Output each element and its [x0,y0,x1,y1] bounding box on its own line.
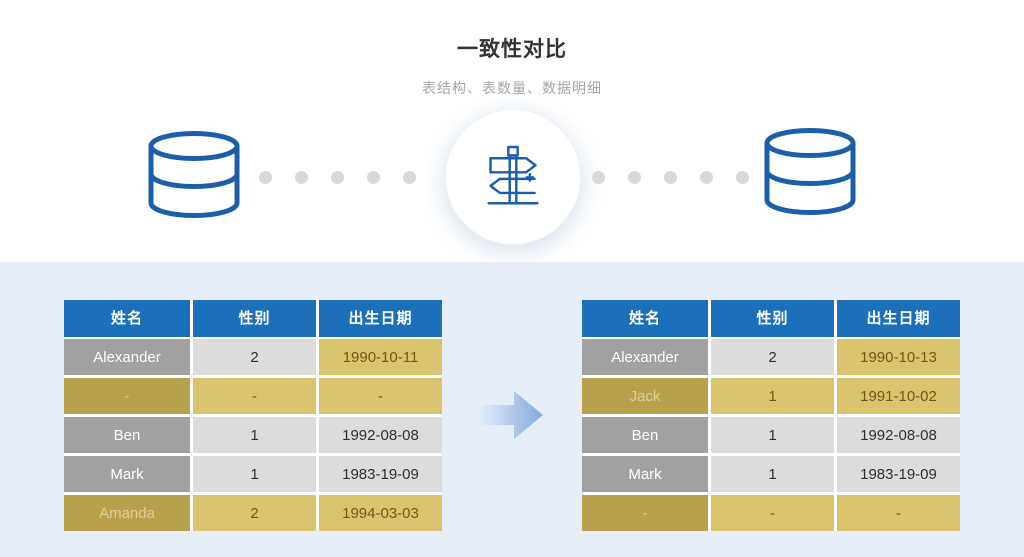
dot [628,171,641,184]
compare-circle [445,109,581,245]
signpost-icon [487,145,539,205]
table-cell: Mark [582,456,708,492]
table-cell: 2 [711,339,834,375]
dot [592,171,605,184]
dot [403,171,416,184]
dot [259,171,272,184]
page-title: 一致性对比 [457,38,567,61]
table-cell: - [193,378,316,414]
header: 一致性对比 表结构、表数量、数据明细 [0,33,1024,98]
table-cell: - [319,378,442,414]
table-cell: 1991-10-02 [837,378,960,414]
table-cell: 1 [193,417,316,453]
table-cell: - [64,378,190,414]
table-cell: 1983-19-09 [319,456,442,492]
table-cell: Alexander [64,339,190,375]
dot [367,171,380,184]
table-cell: Ben [582,417,708,453]
table-cell: - [582,495,708,531]
table-cell: 1983-19-09 [837,456,960,492]
table-cell: 1992-08-08 [319,417,442,453]
column-header: 姓名 [582,300,708,337]
dot [736,171,749,184]
column-header: 出生日期 [319,300,442,337]
table-cell: Ben [64,417,190,453]
table-cell: 1 [711,378,834,414]
dot [295,171,308,184]
table-cell: Alexander [582,339,708,375]
table-cell: Jack [582,378,708,414]
dot [700,171,713,184]
table-cell: 1 [711,417,834,453]
table-cell: 2 [193,495,316,531]
table-cell: - [837,495,960,531]
column-header: 性别 [711,300,834,337]
dot [331,171,344,184]
table-cell: - [711,495,834,531]
connection-dots-right [592,171,749,184]
table-cell: 1 [711,456,834,492]
column-header: 性别 [193,300,316,337]
column-header: 姓名 [64,300,190,337]
table-cell: Amanda [64,495,190,531]
table-cell: 1990-10-13 [837,339,960,375]
connection-dots-left [259,171,416,184]
column-header: 出生日期 [837,300,960,337]
table-cell: 1990-10-11 [319,339,442,375]
table-cell: Mark [64,456,190,492]
table-cell: 1994-03-03 [319,495,442,531]
table-cell: 2 [193,339,316,375]
page-subtitle: 表结构、表数量、数据明细 [422,80,602,96]
target-database-icon [762,127,858,217]
arrow-right-icon [479,384,545,446]
source-database-icon [146,130,242,220]
dot [664,171,677,184]
table-cell: 1 [193,456,316,492]
table-cell: 1992-08-08 [837,417,960,453]
